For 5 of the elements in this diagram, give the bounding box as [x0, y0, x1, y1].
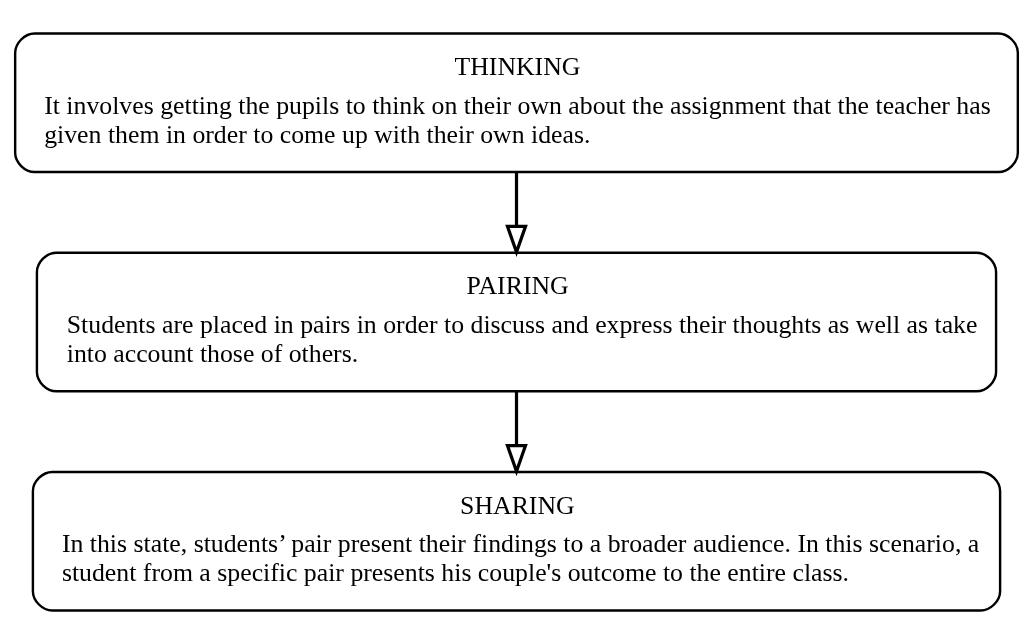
node-box: SHARING In this state, students’ pair present their findings to a broader audience. In this scenario, a student from a specific pair presents his couple's outcome to the entire class. — [31, 470, 1002, 612]
node-box: THINKING It involves getting the pupils to think on their own about the assignment that the teacher has given them in order to come up with their own ideas. — [13, 32, 1020, 174]
arrow — [505, 172, 528, 257]
node-box: PAIRING Students are placed in pairs in order to discuss and express their thoughts as well as take into account those of others. — [35, 251, 998, 393]
arrow — [505, 391, 528, 477]
